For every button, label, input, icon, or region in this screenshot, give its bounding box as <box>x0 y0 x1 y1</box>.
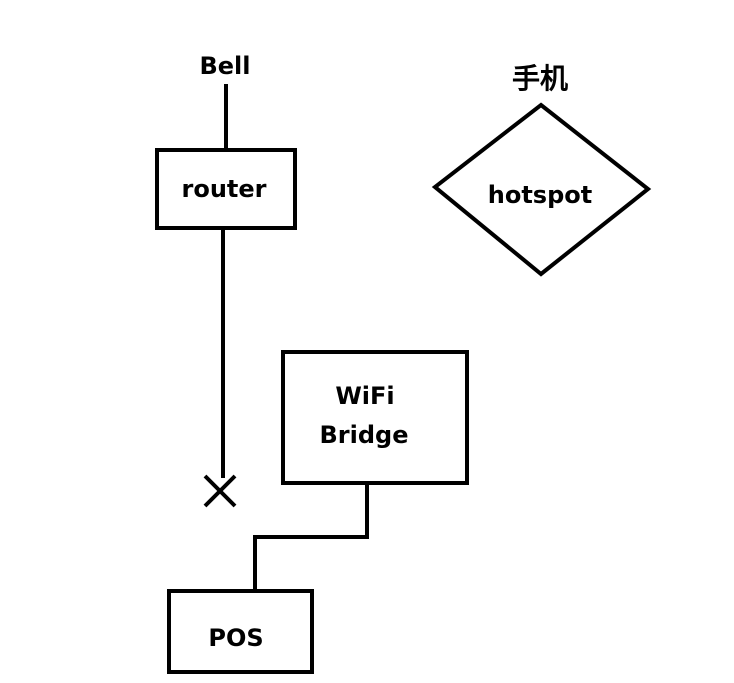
pos-node: POS <box>167 589 314 674</box>
pos-label: POS <box>208 624 263 652</box>
wifi-bridge-label-line1: WiFi <box>335 382 394 410</box>
router-node: router <box>155 148 297 230</box>
wifi-bridge-node: WiFi Bridge <box>281 350 469 485</box>
hotspot-diamond <box>431 102 652 277</box>
wifi-bridge-box <box>281 350 469 485</box>
pos-box <box>167 589 314 674</box>
bell-label: Bell <box>199 52 250 80</box>
router-label: router <box>182 175 267 203</box>
bridge-pos-link <box>253 483 369 591</box>
disconnected-x-mark <box>203 474 237 508</box>
router-box <box>155 148 297 230</box>
wifi-bridge-label-line2: Bridge <box>320 421 409 449</box>
hotspot-label: hotspot <box>488 181 592 209</box>
phone-label: 手机 <box>512 62 568 95</box>
hotspot-node: hotspot <box>431 102 652 277</box>
